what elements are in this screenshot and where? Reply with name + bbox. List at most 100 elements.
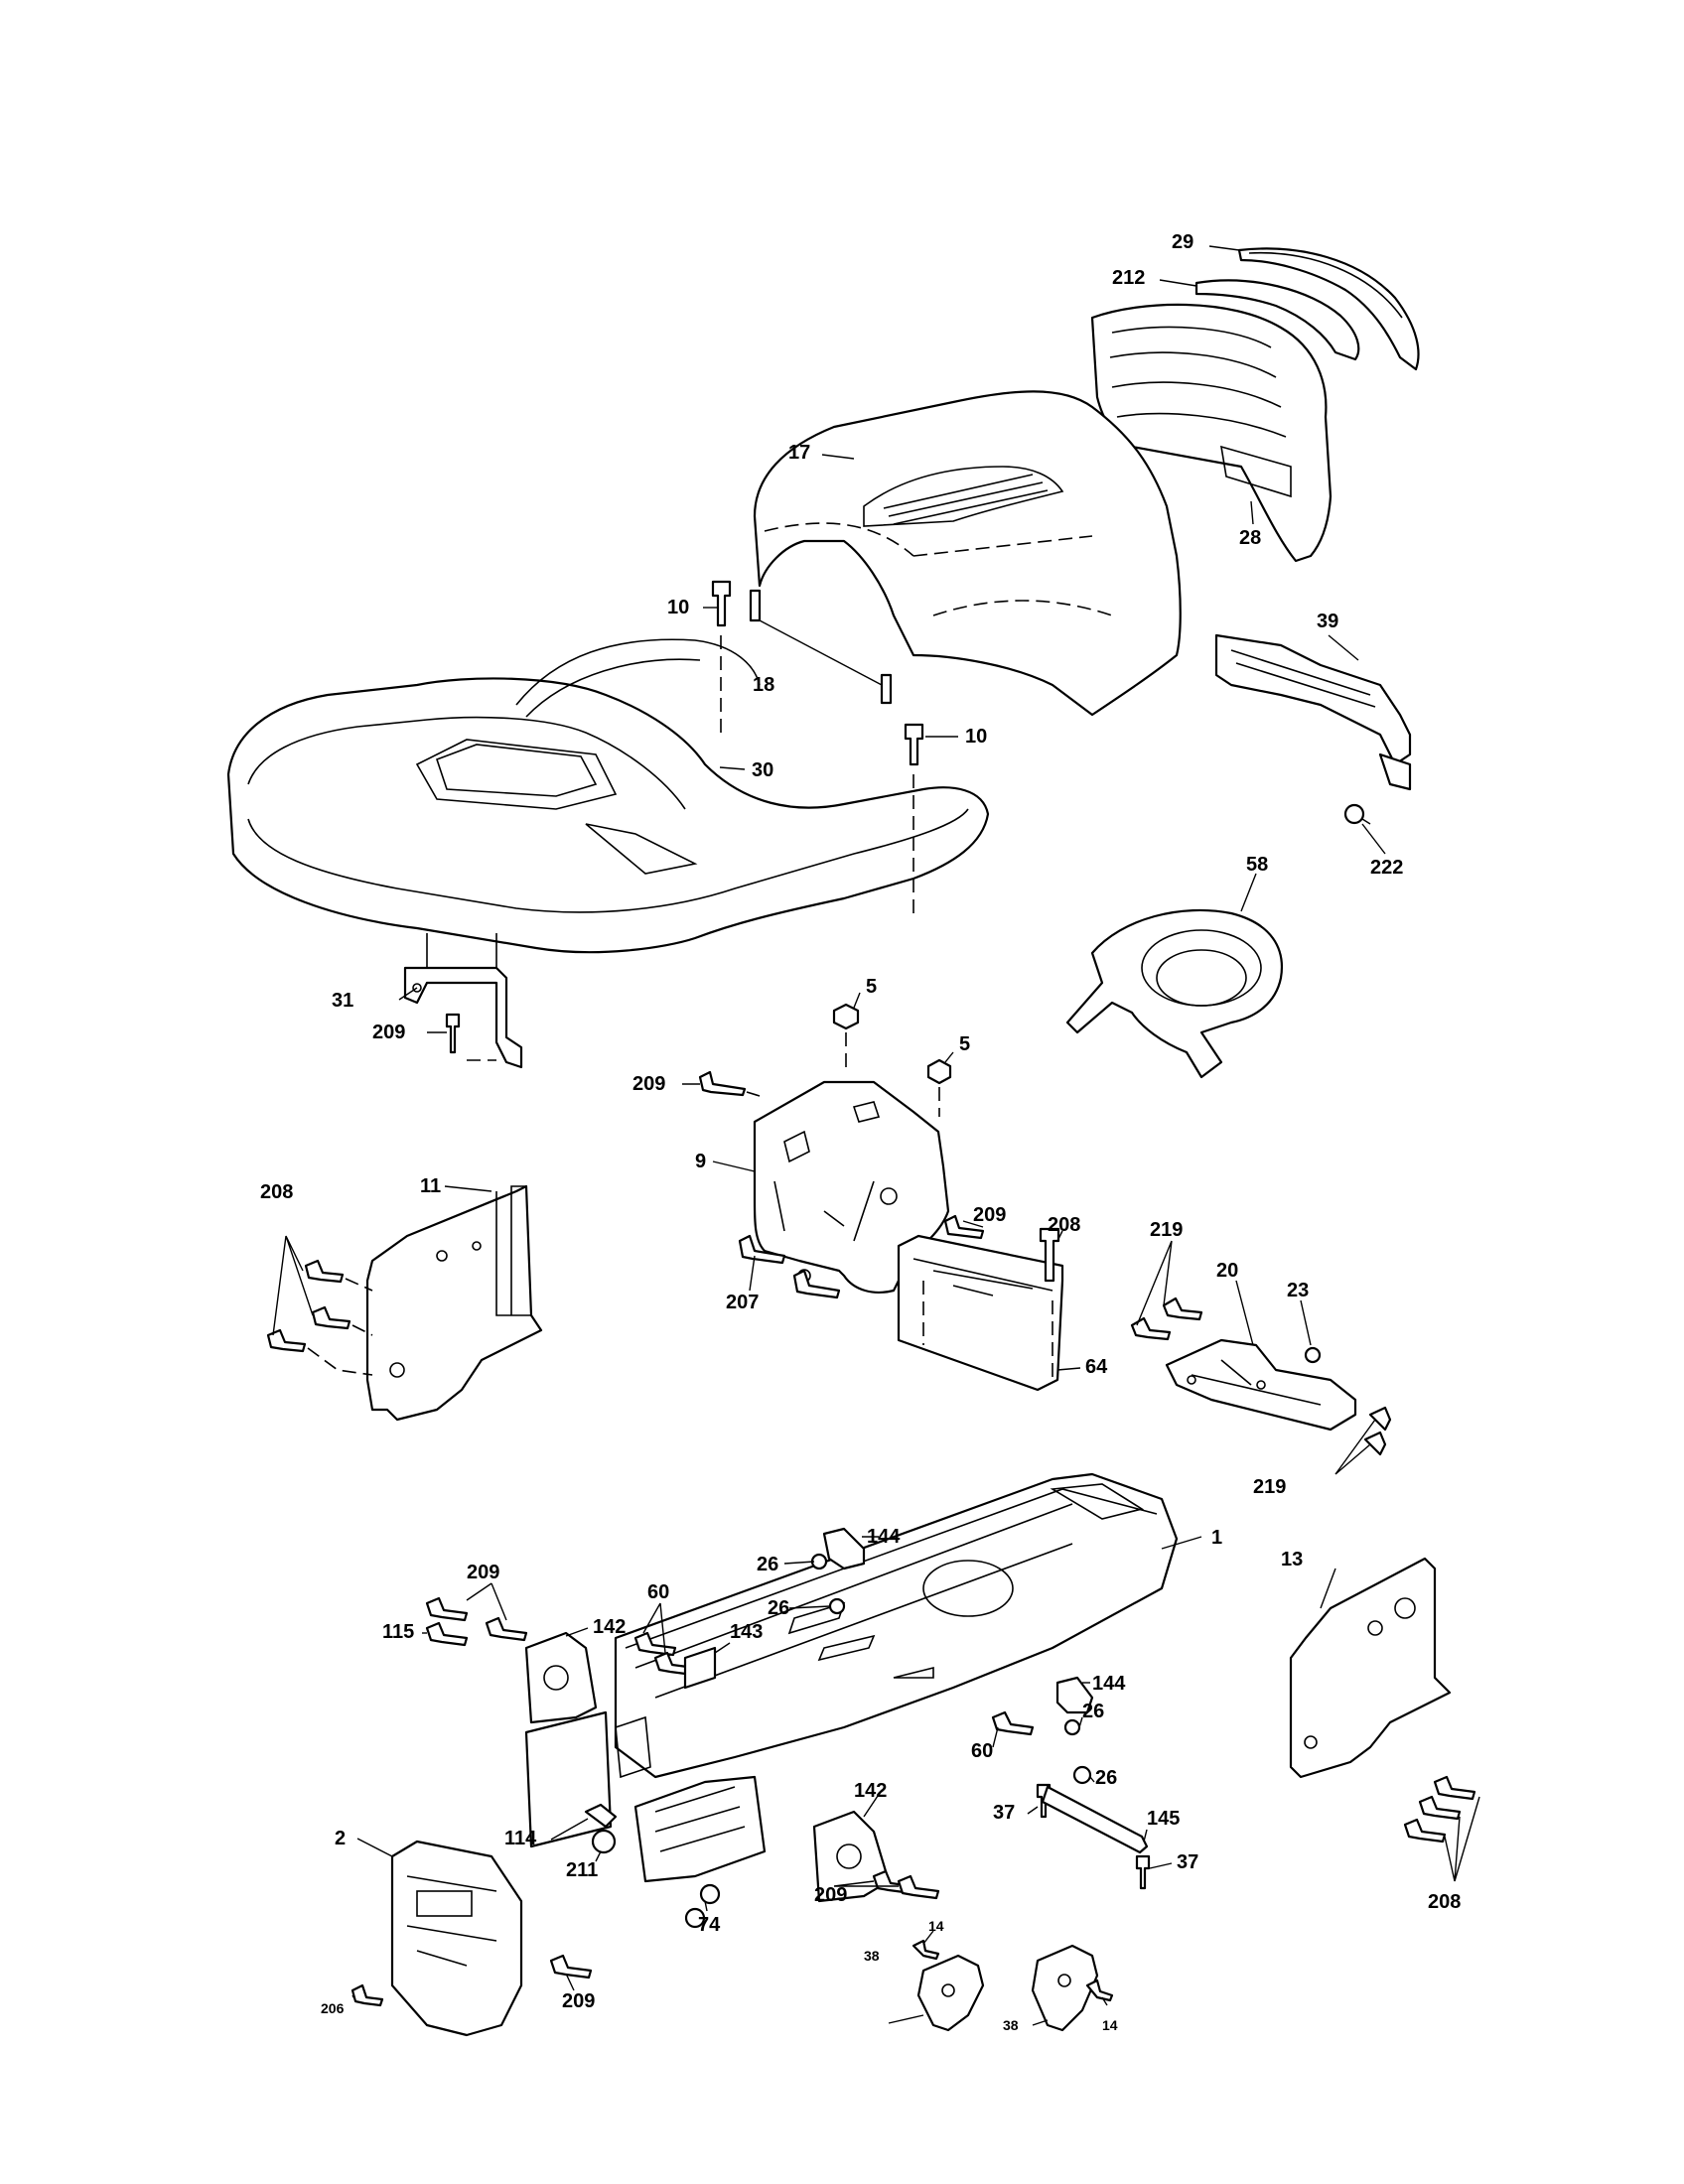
callout-9: 9 — [695, 1151, 706, 1172]
callout-209-left: 209 — [467, 1562, 499, 1583]
part-143-bracket — [683, 1646, 717, 1690]
part-208-bolts-c — [1403, 1775, 1476, 1843]
part-31-bracket — [403, 933, 523, 1069]
part-39-bracket — [1214, 633, 1412, 791]
part-60-bolt-b — [991, 1710, 1035, 1736]
callout-211: 211 — [566, 1859, 598, 1881]
callout-206: 206 — [321, 2000, 345, 2016]
part-37-bolt-b — [1135, 1854, 1151, 1890]
callout-14-right: 14 — [1102, 2017, 1118, 2033]
part-29-grille-trim — [1237, 247, 1420, 371]
callout-209-bracket: 209 — [973, 1204, 1006, 1226]
part-58-belt-guide — [1065, 908, 1283, 1079]
callout-209-seat: 209 — [372, 1022, 405, 1043]
callout-1: 1 — [1211, 1527, 1222, 1549]
callout-142-left: 142 — [593, 1616, 626, 1638]
part-209-bolt-c — [943, 1214, 985, 1240]
part-142-bracket-a — [524, 1631, 598, 1724]
part-1-main-frame — [614, 1472, 1179, 1779]
part-115-bolt — [425, 1621, 469, 1647]
part-9-dash-panel — [753, 1080, 950, 1294]
part-207-bolts — [738, 1234, 841, 1299]
callout-143: 143 — [730, 1621, 763, 1643]
part-209-bolt-b — [698, 1070, 761, 1097]
callout-29: 29 — [1172, 231, 1193, 253]
callout-219-lower: 219 — [1253, 1476, 1286, 1498]
part-13-side-panel — [1289, 1557, 1452, 1779]
part-18-pin-a — [749, 589, 762, 622]
callout-209-front: 209 — [562, 1990, 595, 2012]
callout-13: 13 — [1281, 1549, 1303, 1570]
callout-26-c: 26 — [1082, 1701, 1104, 1722]
callout-222: 222 — [1370, 857, 1403, 879]
callout-209-dash: 209 — [632, 1073, 665, 1095]
callout-145: 145 — [1147, 1808, 1180, 1830]
part-20-bracket — [1165, 1338, 1357, 1432]
part-14-screw-a — [912, 1939, 940, 1961]
part-23-nut — [1304, 1346, 1322, 1364]
callout-208-left: 208 — [260, 1181, 293, 1203]
callout-38-right: 38 — [1003, 2017, 1019, 2033]
callout-60-upper: 60 — [647, 1581, 669, 1603]
part-114-spacer — [584, 1803, 618, 1829]
part-38-bracket-b — [1031, 1944, 1099, 2032]
callout-114: 114 — [504, 1828, 537, 1849]
part-209-bolts-d — [425, 1596, 528, 1642]
part-14-screw-b — [1085, 1979, 1114, 2002]
callout-58: 58 — [1246, 854, 1268, 876]
callout-26-d: 26 — [1095, 1767, 1117, 1789]
callout-39: 39 — [1317, 611, 1338, 632]
callout-144-lower: 144 — [1092, 1673, 1126, 1695]
callout-219-upper: 219 — [1150, 1219, 1183, 1241]
part-211-bushing — [591, 1829, 617, 1854]
callout-10-upper: 10 — [667, 597, 689, 618]
part-26-nut-c — [1063, 1718, 1081, 1736]
part-208-bolts-a — [266, 1259, 373, 1376]
part-208-bolt-b — [1039, 1227, 1060, 1283]
callout-209-right: 209 — [814, 1884, 847, 1906]
part-144-bracket-a — [822, 1527, 866, 1570]
callout-23: 23 — [1287, 1280, 1309, 1301]
callout-17: 17 — [788, 442, 810, 464]
callout-20: 20 — [1216, 1260, 1238, 1282]
callout-26-b: 26 — [768, 1597, 789, 1619]
part-74-nuts — [684, 1883, 721, 1929]
part-10-bolt-a — [711, 580, 732, 740]
callout-115: 115 — [382, 1621, 414, 1643]
plate-center — [633, 1775, 767, 1883]
callout-26-a: 26 — [757, 1554, 778, 1575]
part-30-fender — [226, 638, 990, 954]
part-11-side-panel — [365, 1184, 543, 1422]
callout-60-lower: 60 — [971, 1740, 993, 1762]
callout-207: 207 — [726, 1292, 759, 1313]
callout-38-left: 38 — [864, 1948, 880, 1964]
callout-30: 30 — [752, 759, 773, 781]
callout-2: 2 — [335, 1828, 346, 1849]
part-222-bolt — [1343, 803, 1371, 825]
callout-208-bracket: 208 — [1048, 1214, 1080, 1236]
callout-28: 28 — [1239, 527, 1261, 549]
part-209-bolts-e — [872, 1869, 940, 1900]
part-212-grille-trim — [1194, 279, 1360, 361]
part-17-hood — [753, 390, 1182, 717]
part-5-nut-a — [832, 1003, 860, 1072]
callout-37-b: 37 — [1177, 1851, 1198, 1873]
callout-144-upper: 144 — [867, 1526, 901, 1548]
callout-10-lower: 10 — [965, 726, 987, 748]
callout-37-a: 37 — [993, 1802, 1015, 1824]
part-142-bracket-b — [812, 1810, 891, 1903]
leader-lines — [272, 245, 1480, 2026]
callout-142-right: 142 — [854, 1780, 887, 1802]
part-26-nut-d — [1072, 1765, 1092, 1785]
part-209-bolt-f — [549, 1954, 593, 1979]
part-5-nut-b — [926, 1058, 952, 1117]
callout-11: 11 — [420, 1175, 441, 1197]
part-38-bracket-a — [916, 1954, 985, 2032]
part-18-pin-b — [880, 673, 893, 705]
callout-5-upper: 5 — [866, 976, 877, 998]
part-26-nut-a — [810, 1553, 828, 1570]
callout-74: 74 — [698, 1914, 721, 1936]
part-26-nut-b — [828, 1597, 846, 1615]
part-10-bolt-b — [904, 723, 924, 918]
